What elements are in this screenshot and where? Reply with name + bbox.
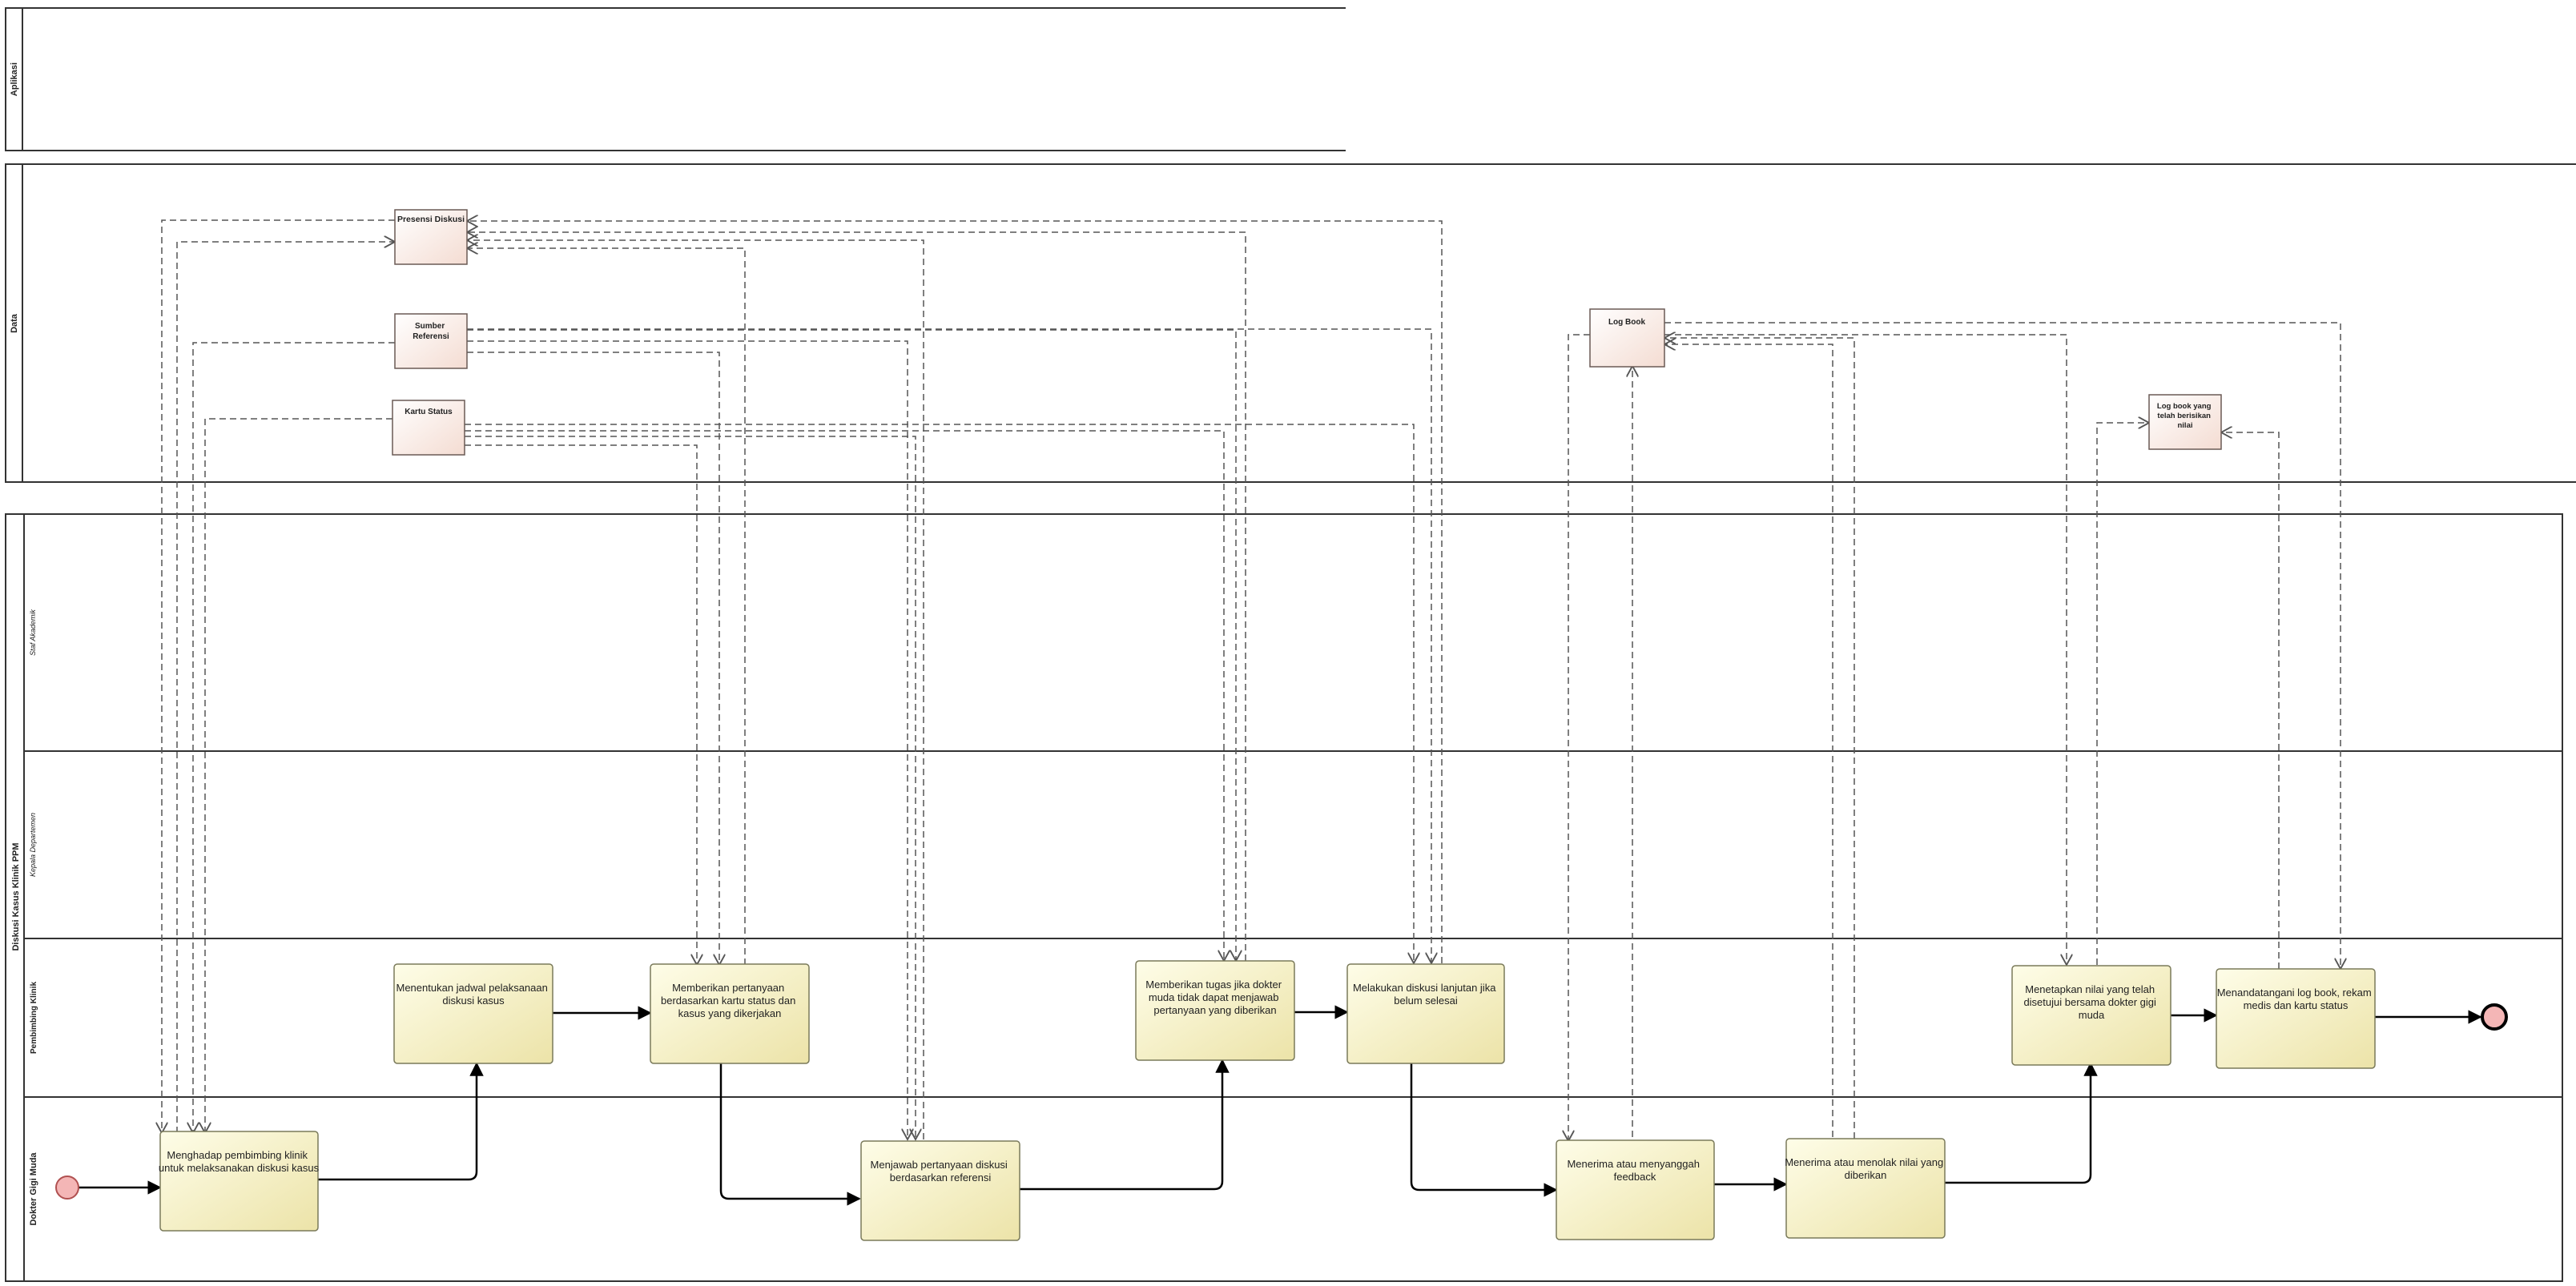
data-object-logbook[interactable]: Log Book — [1589, 308, 1665, 368]
end-event[interactable] — [2481, 1003, 2508, 1031]
task-menerima-feedback-label: Menerima atau menyanggah — [1567, 1158, 1700, 1170]
task-menghadap-pembimbing[interactable]: Menghadap pembimbing klinik untuk melaks… — [159, 1131, 320, 1232]
svg-text:Menjawab pertanyaan diskusi: Menjawab pertanyaan diskusi berdasarkan … — [871, 1159, 1011, 1184]
flow-t6-t7 — [1410, 1063, 1558, 1197]
svg-text:Menandatangani log book, rekam: Menandatangani log book, rekam medis dan… — [2217, 987, 2375, 1011]
data-object-logbook-nilai-label: Log book yang — [2157, 402, 2212, 411]
pool-aplikasi[interactable]: Aplikasi — [5, 7, 1346, 151]
svg-text:Log book yang telah beri: Log book yang telah berisikan nilai — [2157, 402, 2213, 430]
task-memberikan-pertanyaan[interactable]: Memberikan pertanyaan berdasarkan kartu … — [650, 963, 810, 1064]
pool-process[interactable]: Diskusi Kasus Klinik PPM Staf Akademik K… — [5, 513, 2563, 1282]
task-menerima-nilai[interactable]: Menerima atau menolak nilai yang diberik… — [1785, 1138, 1946, 1239]
pool-process-label: Diskusi Kasus Klinik PPM — [11, 842, 21, 950]
flow-t8-t9 — [1945, 1062, 2098, 1184]
task-menetapkan-nilai[interactable]: Menetapkan nilai yang telah disetujui be… — [2011, 965, 2171, 1066]
task-menjawab-pertanyaan-label: Menjawab pertanyaan diskusi — [871, 1159, 1008, 1171]
task-diskusi-lanjutan[interactable]: Melakukan diskusi lanjutan jika belum se… — [1346, 963, 1505, 1064]
svg-text:Menerima atau menyanggah: Menerima atau menyanggah feedback — [1567, 1158, 1702, 1183]
flow-t3-t4 — [719, 1063, 861, 1206]
pool-data-label: Data — [10, 313, 19, 333]
data-object-presensi[interactable]: Presensi Diskusi — [394, 209, 468, 265]
lane-kepala-label: Kepala Departemen — [29, 813, 37, 877]
data-associations — [162, 220, 2341, 1141]
sequence-flows — [78, 1005, 2482, 1206]
data-object-logbook-label: Log Book — [1608, 318, 1646, 327]
flow-t1-t2 — [318, 1062, 484, 1181]
svg-text:Sumber Referensi: Sumber Referensi — [413, 322, 449, 341]
task-menerima-feedback[interactable]: Menerima atau menyanggah feedback — [1556, 1139, 1715, 1240]
task-menghadap-pembimbing-label: Menghadap pembimbing klinik — [167, 1149, 308, 1161]
data-object-presensi-label: Presensi Diskusi — [397, 215, 465, 224]
task-memberikan-tugas-label: Memberikan tugas jika dokter — [1145, 979, 1282, 991]
svg-text:Melakukan diskusi lanjutan jik: Melakukan diskusi lanjutan jika belum se… — [1353, 982, 1499, 1007]
svg-text:Memberikan pertanyaan be: Memberikan pertanyaan berdasarkan kartu … — [661, 982, 799, 1019]
task-menandatangani-label: Menandatangani log book, rekam — [2217, 987, 2372, 999]
flow-t4-t5 — [1020, 1059, 1230, 1191]
task-menentukan-jadwal[interactable]: Menentukan jadwal pelaksanaan diskusi ka… — [393, 963, 553, 1064]
lane-dokter-label: Dokter Gigi Muda — [29, 1152, 38, 1226]
data-object-kartu-label: Kartu Status — [405, 408, 453, 416]
task-menentukan-jadwal-label: Menentukan jadwal pelaksanaan — [396, 982, 548, 994]
data-object-sumber-label: Sumber — [415, 322, 445, 331]
task-menjawab-pertanyaan[interactable]: Menjawab pertanyaan diskusi berdasarkan … — [860, 1140, 1020, 1241]
lane-staf-label: Staf Akademik — [29, 609, 37, 656]
svg-text:Menghadap pembimbing klinik: Menghadap pembimbing klinik untuk melaks… — [159, 1149, 320, 1174]
task-menerima-nilai-label: Menerima atau menolak nilai yang — [1785, 1156, 1943, 1168]
task-memberikan-pertanyaan-label: Memberikan pertanyaan — [672, 982, 784, 994]
task-menetapkan-nilai-label: Menetapkan nilai yang telah — [2025, 983, 2155, 995]
pool-data[interactable]: Data — [5, 163, 2576, 483]
svg-text:Menentukan jadwal pelaksanaan: Menentukan jadwal pelaksanaan diskusi ka… — [396, 982, 551, 1007]
data-object-logbook-nilai[interactable]: Log book yang telah berisikan nilai — [2148, 394, 2222, 450]
data-object-kartu[interactable]: Kartu Status — [392, 400, 465, 456]
data-object-sumber[interactable]: Sumber Referensi — [394, 313, 468, 369]
svg-text:Menerima atau menolak nilai ya: Menerima atau menolak nilai yang diberik… — [1785, 1156, 1946, 1181]
task-menandatangani[interactable]: Menandatangani log book, rekam medis dan… — [2216, 968, 2376, 1069]
start-event[interactable] — [55, 1175, 79, 1200]
svg-text:Menetapkan nilai yang telah: Menetapkan nilai yang telah disetujui be… — [2023, 983, 2159, 1021]
task-diskusi-lanjutan-label: Melakukan diskusi lanjutan jika — [1353, 982, 1496, 994]
lane-pembimbing-label: Pembimbing Klinik — [30, 982, 38, 1054]
svg-text:Memberikan tugas jika dokter: Memberikan tugas jika dokter muda tidak … — [1145, 979, 1284, 1016]
pool-aplikasi-label: Aplikasi — [10, 62, 19, 96]
task-memberikan-tugas[interactable]: Memberikan tugas jika dokter muda tidak … — [1135, 960, 1295, 1061]
